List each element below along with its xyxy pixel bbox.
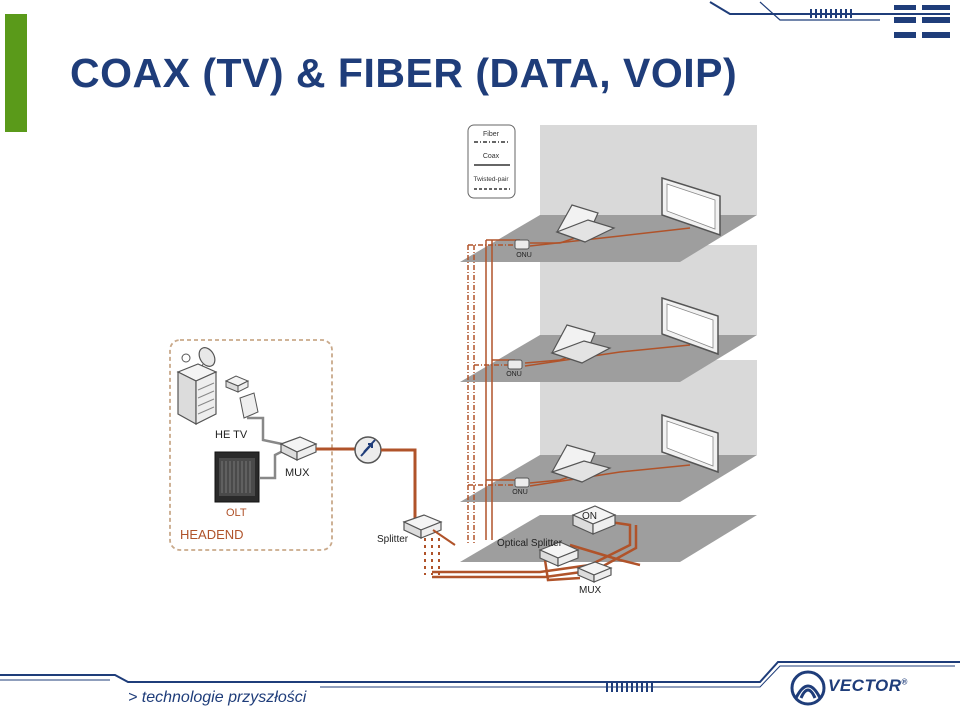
top-decoration <box>709 1 950 38</box>
olt-label: OLT <box>226 507 247 519</box>
optical-splitter-icon <box>538 541 580 567</box>
laptop-icon <box>550 204 616 483</box>
amplifier-icon <box>279 436 318 461</box>
onu-label-2: ONU <box>506 371 522 378</box>
legend-twisted-pair-label: Twisted-pair <box>473 176 509 183</box>
building-floors <box>460 215 757 562</box>
headend-boundary <box>169 339 333 551</box>
mux-left-label: MUX <box>285 467 310 479</box>
vector-logo-text: VECTOR® <box>828 676 908 695</box>
legend-box: Fiber Coax Twisted-pair <box>467 124 516 199</box>
headend-label: HEADEND <box>180 527 244 542</box>
server-icon <box>176 363 218 426</box>
optical-node-icon <box>354 436 382 464</box>
fiber-link-node-splitter <box>381 448 417 520</box>
headend-links <box>247 416 286 480</box>
splitter-label: Splitter <box>377 534 409 545</box>
building-walls <box>540 125 757 480</box>
he-tv-label: HE TV <box>215 429 248 441</box>
optical-splitter-label: Optical Splitter <box>497 538 563 549</box>
legend-coax-label: Coax <box>483 153 500 160</box>
on-label: ON <box>582 511 597 522</box>
vector-logo: VECTOR® <box>788 668 938 708</box>
network-diagram: Fiber Coax Twisted-pair <box>169 124 757 596</box>
accent-bar <box>5 14 27 132</box>
footer-decoration <box>0 661 960 692</box>
vector-logo-icon <box>790 670 826 706</box>
splitter-to-building <box>432 529 456 546</box>
footer-tagline: > technologie przyszłości <box>128 689 307 706</box>
olt-cabinet-icon <box>214 451 260 503</box>
legend-fiber-label: Fiber <box>483 131 500 138</box>
slide-title: COAX (TV) & FIBER (DATA, VOIP) <box>70 50 738 96</box>
monitor-icon <box>661 176 721 474</box>
mux-bottom-label: MUX <box>579 585 602 596</box>
receiver-icon <box>239 392 259 419</box>
on-device-icon <box>571 505 617 535</box>
router-icon <box>224 375 250 393</box>
risers <box>467 239 520 545</box>
onu-devices <box>507 239 530 488</box>
splitter-icon <box>402 514 443 539</box>
onu-label-3: ONU <box>512 489 528 496</box>
splitter-outputs <box>424 538 440 575</box>
satellite-dish-icon <box>181 347 216 373</box>
onu-label-1: ONU <box>516 252 532 259</box>
mux-bottom-icon <box>576 561 613 583</box>
